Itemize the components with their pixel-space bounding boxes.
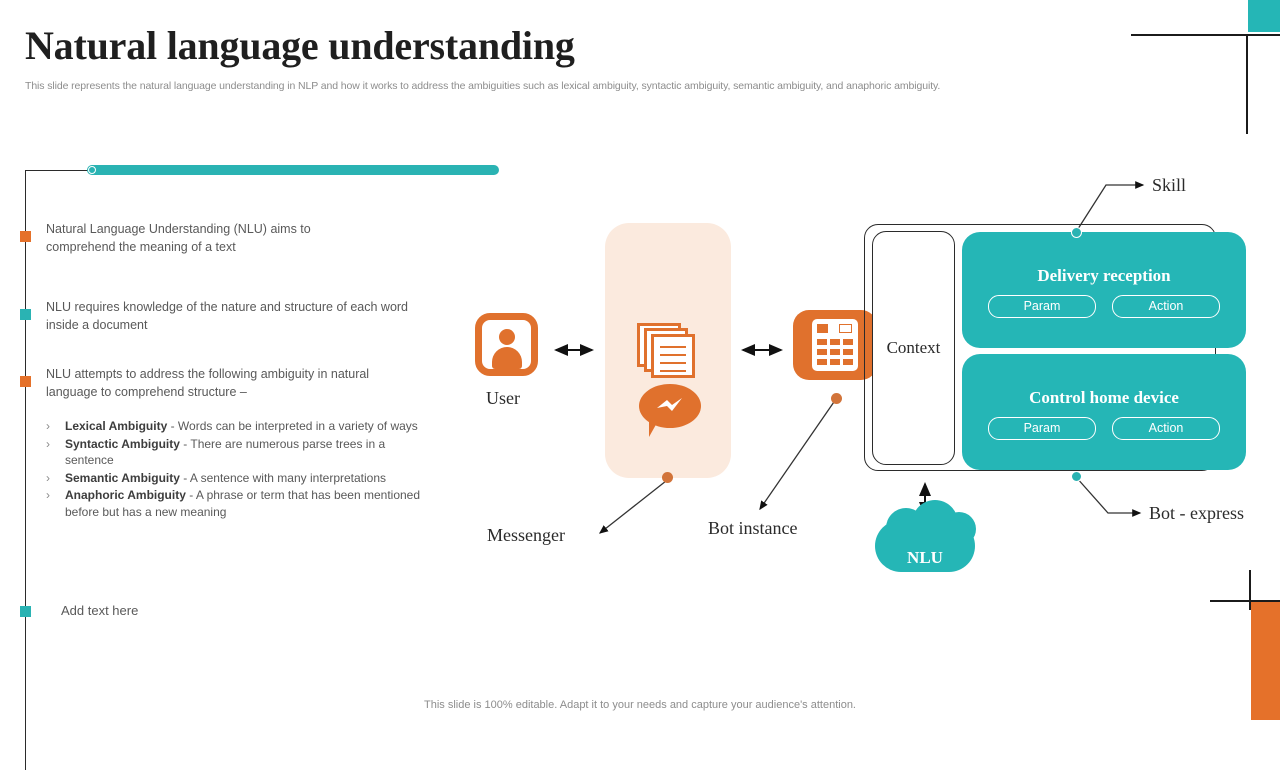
- skill-card-delivery-reception[interactable]: Delivery reception Param Action: [962, 232, 1246, 348]
- list-item-desc: - Words can be interpreted in a variety …: [167, 419, 418, 433]
- user-head-shape: [498, 329, 515, 345]
- messenger-label: Messenger: [487, 525, 565, 545]
- list-item-desc: - There are numerous parse trees in a se…: [65, 436, 386, 468]
- bot-instance-label: Bot instance: [708, 518, 798, 538]
- top-right-vertical-rule: [1246, 34, 1248, 134]
- user-icon: [475, 313, 538, 376]
- list-item: › Semantic Ambiguity - A sentence with m…: [46, 470, 426, 487]
- bot-instance-icon: [793, 310, 877, 380]
- param-pill[interactable]: Param: [988, 295, 1096, 318]
- bullet-marker-3: [20, 376, 31, 387]
- bot-keypad-screen: [812, 319, 858, 371]
- bullet-marker-2: [20, 309, 31, 320]
- timeline-vertical-line: [25, 170, 26, 770]
- bottom-right-horizontal-rule: [1210, 600, 1280, 602]
- document-text-line: [660, 370, 686, 373]
- list-item-term: Anaphoric Ambiguity: [65, 488, 186, 502]
- action-pill[interactable]: Action: [1112, 417, 1220, 440]
- bot-key: [843, 339, 853, 345]
- list-item: › Syntactic Ambiguity - There are numero…: [46, 436, 426, 469]
- bot-key: [843, 359, 853, 365]
- skill-card-pill-row: Param Action: [962, 417, 1246, 440]
- nlu-architecture-diagram: User Messenger: [475, 175, 1246, 572]
- nlu-cloud-icon: [875, 520, 975, 572]
- list-item-body: Lexical Ambiguity - Words can be interpr…: [65, 418, 426, 435]
- bottom-right-vertical-rule: [1249, 570, 1251, 610]
- footer-note: This slide is 100% editable. Adapt it to…: [424, 699, 856, 711]
- messenger-panel: [605, 223, 731, 478]
- bullet-text-2: NLU requires knowledge of the nature and…: [46, 300, 409, 332]
- list-item-body: Syntactic Ambiguity - There are numerous…: [65, 436, 426, 469]
- context-box: Context: [872, 231, 955, 465]
- list-item-term: Semantic Ambiguity: [65, 470, 180, 485]
- bullet-text-1: Natural Language Understanding (NLU) aim…: [46, 222, 311, 254]
- list-item: › Anaphoric Ambiguity - A phrase or term…: [46, 487, 426, 520]
- bot-express-anchor-dot: [1071, 471, 1082, 482]
- skill-anchor-dot: [1071, 227, 1082, 238]
- page-subtitle: This slide represents the natural langua…: [25, 80, 941, 92]
- skill-card-control-home-device[interactable]: Control home device Param Action: [962, 354, 1246, 470]
- document-sheet-front: [651, 334, 695, 378]
- chevron-right-icon: ›: [46, 419, 50, 433]
- user-body-shape: [491, 347, 522, 369]
- top-right-horizontal-rule: [1131, 34, 1280, 36]
- bot-key: [830, 349, 840, 355]
- context-label: Context: [886, 338, 941, 357]
- bot-key: [839, 324, 852, 333]
- list-item-desc: - A phrase or term that has been mention…: [65, 488, 421, 519]
- teal-accent-bar-dot: [88, 166, 96, 174]
- left-content-panel: Natural Language Understanding (NLU) aim…: [20, 160, 499, 770]
- messenger-bubble-tail: [649, 421, 658, 437]
- messenger-bolt-icon: [657, 398, 682, 411]
- bottom-right-orange-block: [1251, 600, 1280, 720]
- bot-instance-anchor-dot: [831, 393, 842, 404]
- list-item-term: Lexical Ambiguity: [65, 419, 168, 433]
- skill-card-pill-row: Param Action: [962, 295, 1246, 318]
- bot-express-label: Bot - express: [1149, 503, 1244, 523]
- messenger-anchor-dot: [662, 472, 673, 483]
- bot-key: [817, 324, 828, 333]
- list-item-body: Anaphoric Ambiguity - A phrase or term t…: [65, 487, 426, 520]
- document-text-line: [660, 346, 686, 349]
- list-item: › Lexical Ambiguity - Words can be inter…: [46, 418, 426, 435]
- timeline-horizontal-stub: [25, 170, 89, 171]
- skill-card-title: Delivery reception: [1037, 266, 1171, 285]
- teal-accent-bar: [87, 165, 499, 175]
- nlu-label: NLU: [907, 548, 943, 567]
- page-title: Natural language understanding: [25, 23, 575, 68]
- bot-key: [843, 349, 853, 355]
- action-pill[interactable]: Action: [1112, 295, 1220, 318]
- bot-key: [817, 339, 827, 345]
- user-label: User: [486, 388, 520, 408]
- list-item-body: Semantic Ambiguity - A sentence with man…: [65, 470, 426, 487]
- add-text-placeholder[interactable]: Add text here: [61, 603, 139, 618]
- param-pill[interactable]: Param: [988, 417, 1096, 440]
- skill-label: Skill: [1152, 175, 1187, 195]
- bullet-marker-1: [20, 231, 31, 242]
- bot-key: [817, 359, 827, 365]
- chevron-right-icon: ›: [46, 436, 50, 451]
- bot-key: [830, 359, 840, 365]
- top-right-teal-block: [1248, 0, 1280, 32]
- bullet-text-3: NLU attempts to address the following am…: [46, 367, 370, 399]
- ambiguity-sub-list: › Lexical Ambiguity - Words can be inter…: [46, 418, 426, 521]
- add-text-marker: [20, 606, 31, 617]
- list-item-term: Syntactic Ambiguity: [65, 436, 180, 451]
- skill-card-title: Control home device: [1029, 388, 1179, 407]
- chevron-right-icon: ›: [46, 488, 50, 502]
- chevron-right-icon: ›: [46, 470, 50, 485]
- bot-key: [830, 339, 840, 345]
- bot-key: [817, 349, 827, 355]
- list-item-desc: - A sentence with many interpretations: [179, 470, 387, 485]
- documents-icon: [637, 323, 699, 381]
- document-text-line: [660, 354, 686, 357]
- document-text-line: [660, 362, 686, 365]
